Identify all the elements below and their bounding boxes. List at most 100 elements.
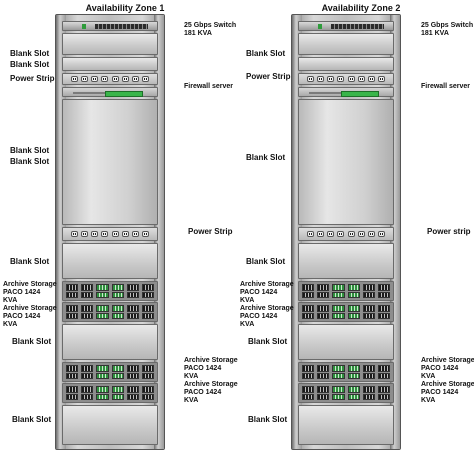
network-switch [298,21,394,31]
outlet-icon [132,231,140,237]
outlet-icon [70,231,78,237]
outlet-icon [306,231,314,237]
drive-icon [362,365,375,372]
drive-icon [111,291,124,298]
drive-icon [141,372,154,379]
blank-slot-label: Blank Slot [246,257,286,266]
status-bar-icon [341,91,379,97]
outlet-icon [327,231,335,237]
drive-icon [332,284,345,291]
drive-icon [96,393,109,400]
storage-label-unit: KVA [3,297,18,304]
drive-icon [111,386,124,393]
blank-slot-label: Blank Slot [248,415,288,424]
drive-icon [302,393,315,400]
power-strip [62,227,158,241]
switch-label: 25 Gbps Switch [184,22,237,29]
blank-slot-label: Blank Slot [12,415,52,424]
outlet-icon [70,76,78,82]
drive-icon [332,291,345,298]
outlet-icon [306,76,314,82]
storage-label-unit: KVA [421,397,436,404]
drive-icon [96,365,109,372]
outlet-icon [378,231,386,237]
blank-slot [298,243,394,279]
drive-icon [362,291,375,298]
drive-icon [302,312,315,319]
drive-icon [302,365,315,372]
switch-power-label: 181 KVA [184,30,212,37]
outlet-icon [121,231,129,237]
power-strip-label: Power Strip [188,227,233,236]
drive-icon [81,312,94,319]
zone-1-title: Availability Zone 1 [85,3,165,13]
outlet-icon [347,76,355,82]
drive-icon [66,312,79,319]
outlet-icon [111,231,119,237]
storage-label-name: Archive Storage [421,381,474,388]
drive-icon [81,393,94,400]
drive-icon [66,284,79,291]
drive-icon [302,284,315,291]
drive-icon [302,372,315,379]
drive-icon [96,284,109,291]
storage-label-unit: KVA [421,373,436,380]
rack-zone-2 [291,14,401,450]
network-switch [62,21,158,31]
drive-icon [66,365,79,372]
blank-slot-label: Blank Slot [10,157,50,166]
drive-icon [81,305,94,312]
drive-bay-icon [73,92,111,94]
drive-icon [362,305,375,312]
outlet-icon [101,231,109,237]
drive-icon [347,291,360,298]
blank-slot-label: Blank Slot [10,146,50,155]
storage-label-unit: KVA [3,321,18,328]
power-strip [298,73,394,85]
drive-icon [126,393,139,400]
drive-icon [141,312,154,319]
firewall-server [62,87,158,97]
drive-icon [347,386,360,393]
drive-icon [347,284,360,291]
firewall-server [298,87,394,97]
blank-slot [62,33,158,55]
archive-storage [62,302,158,322]
drive-icon [362,312,375,319]
firewall-label: Firewall server [184,83,234,90]
drive-icon [81,372,94,379]
zone-2-title: Availability Zone 2 [321,3,401,13]
drive-icon [377,291,390,298]
drive-icon [377,386,390,393]
rack-rail-right [390,15,400,449]
blank-slot-label: Blank Slot [12,337,52,346]
power-strip-label: Power strip [427,227,471,236]
drive-icon [126,312,139,319]
drive-icon [362,284,375,291]
drive-icon [126,284,139,291]
rack-rail-left [56,15,66,449]
switch-power-label: 181 KVA [421,30,449,37]
blank-slot-label: Blank Slot [246,49,286,58]
power-strip [62,73,158,85]
drive-icon [317,393,330,400]
storage-label-model: PACO 1424 [3,313,41,320]
drive-icon [126,386,139,393]
drive-icon [66,386,79,393]
rack-rail-left [292,15,302,449]
power-strip-label: Power Strip [10,74,55,83]
blank-slot [62,324,158,360]
drive-icon [111,312,124,319]
storage-label-name: Archive Storage [421,357,474,364]
archive-storage [62,362,158,382]
storage-label-name: Archive Storage [3,305,57,312]
drive-icon [66,291,79,298]
drive-icon [111,305,124,312]
switch-ports-icon [94,24,148,29]
drive-icon [126,305,139,312]
blank-slot-large [62,99,158,225]
outlet-icon [368,76,376,82]
drive-icon [81,291,94,298]
drive-icon [347,372,360,379]
outlet-icon [142,231,150,237]
